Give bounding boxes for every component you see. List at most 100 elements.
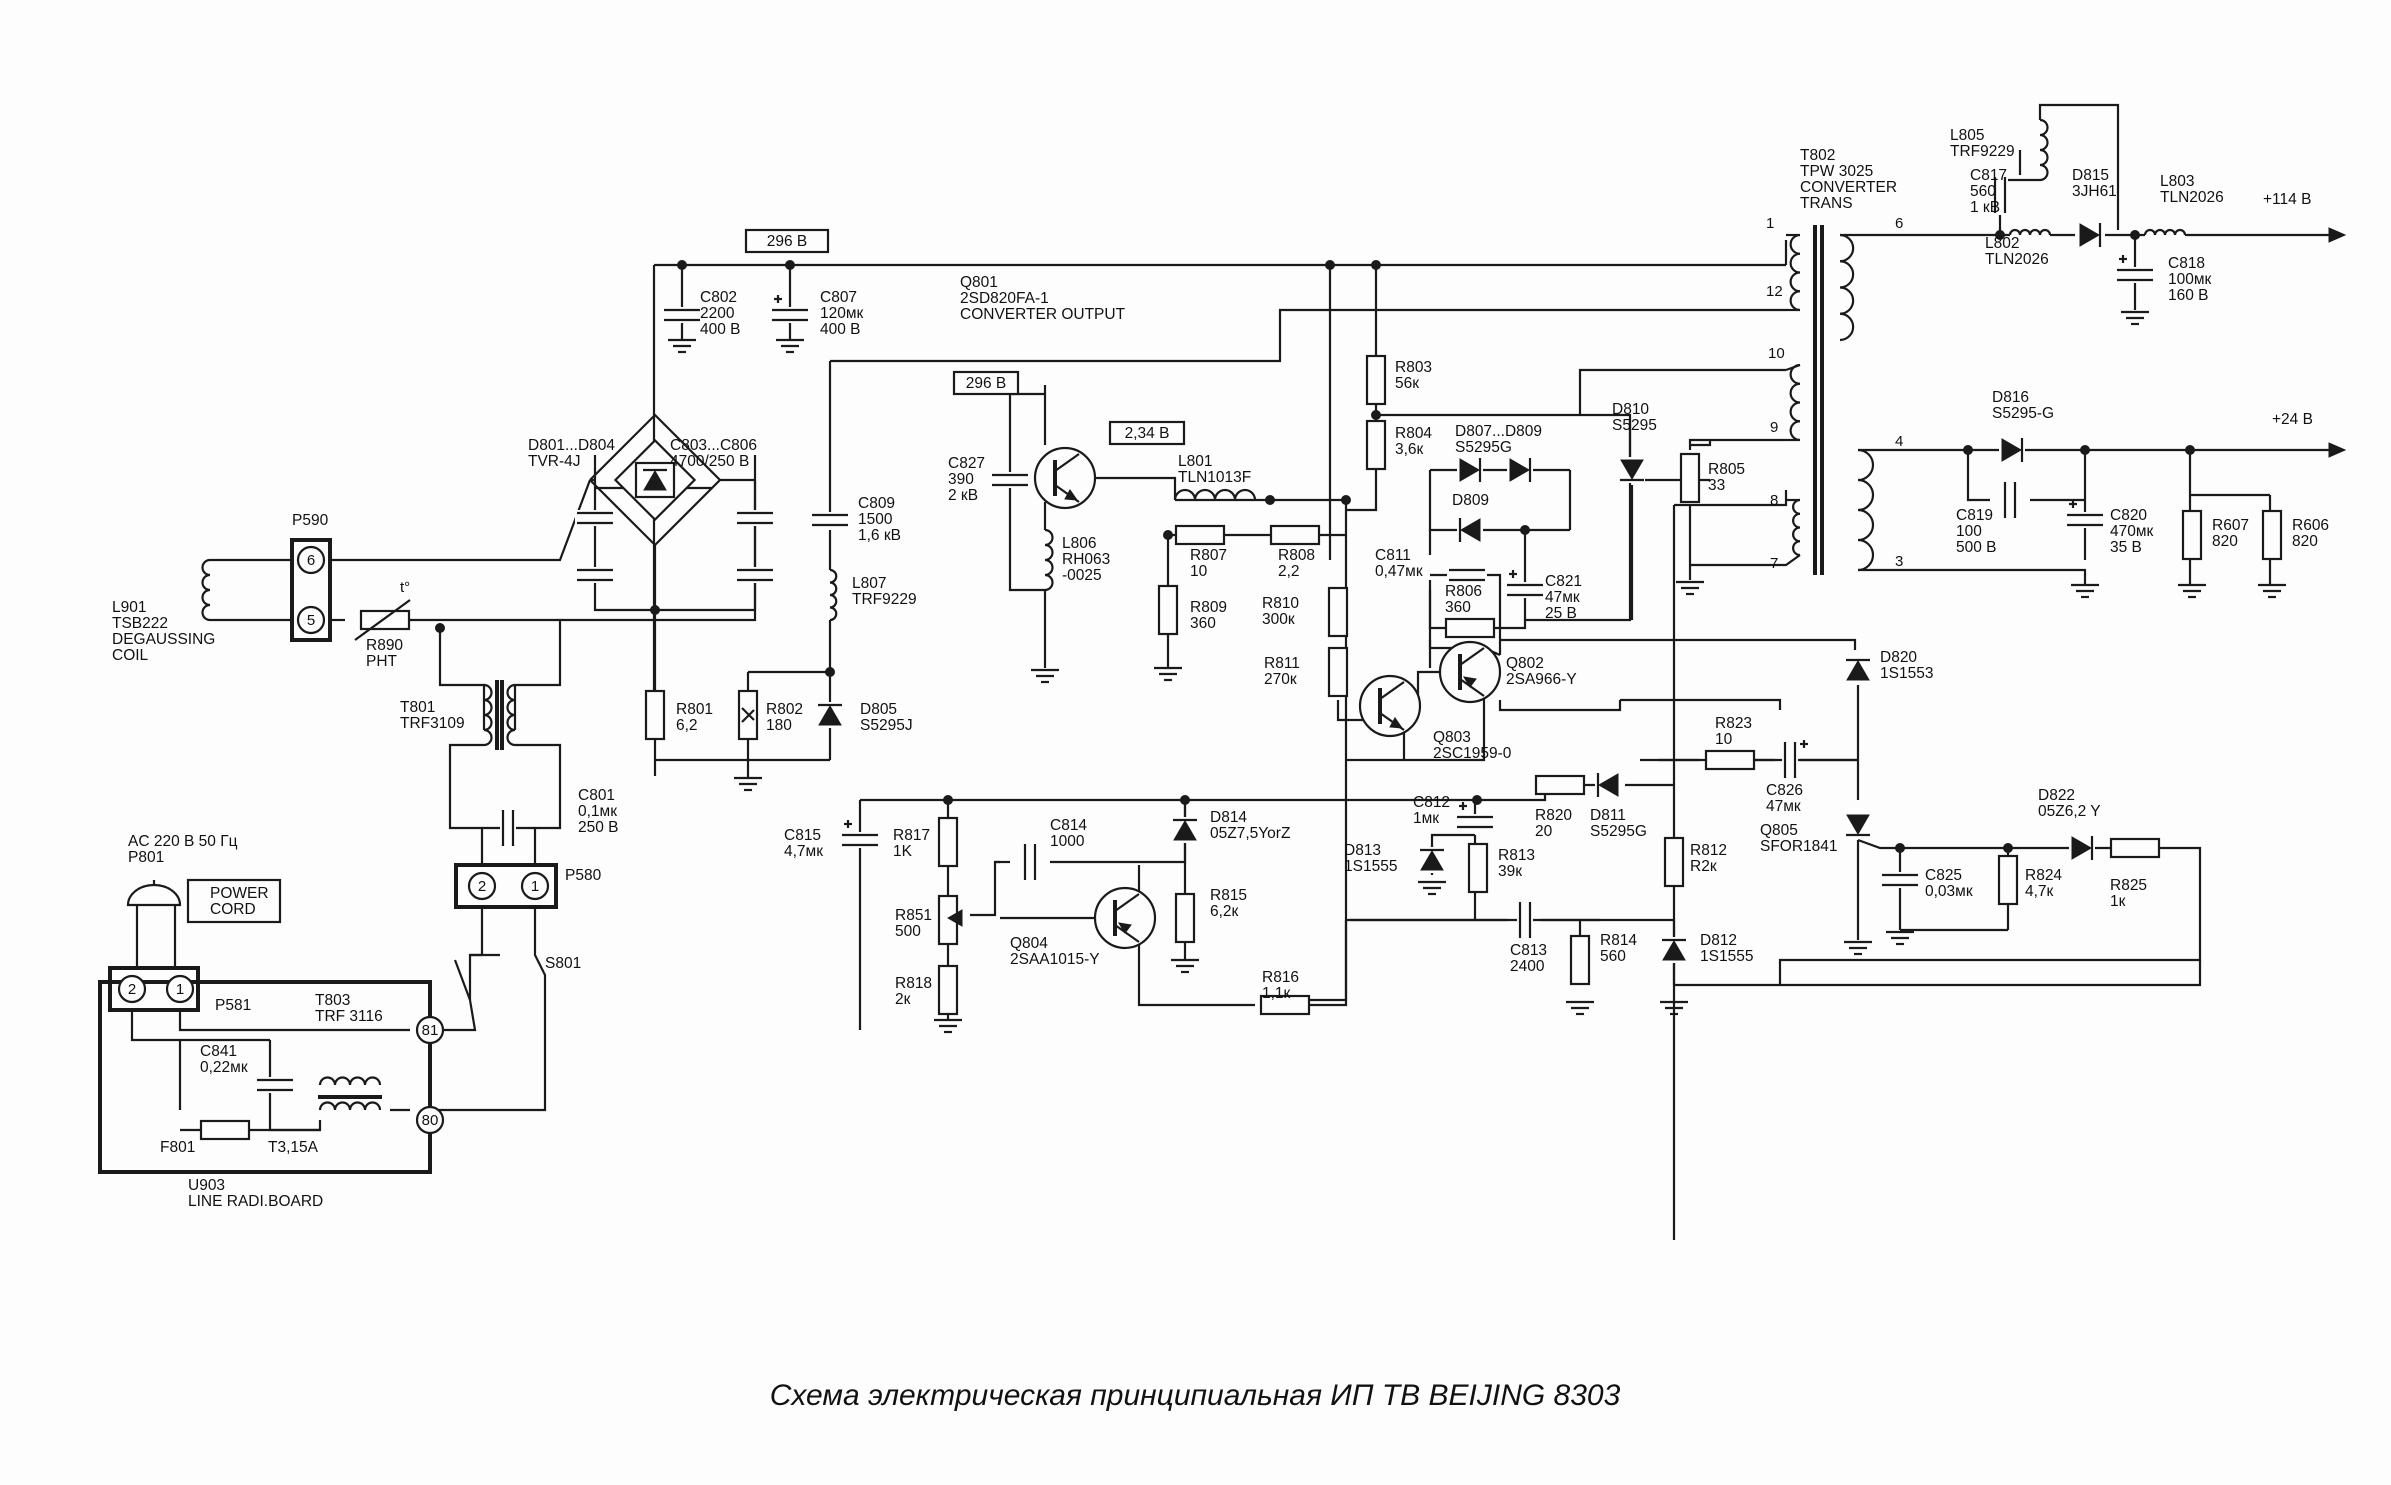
q805-label-line: Q805 (1760, 822, 1798, 839)
d801-diode (642, 467, 668, 493)
wire (1498, 700, 1622, 712)
p581-2-pin (117, 974, 147, 1004)
c821-label-line: C821 (1545, 573, 1582, 590)
c802-label-line: C802 (700, 289, 737, 306)
p590-6-pin (296, 545, 326, 575)
c820-label-line: C820 (2110, 507, 2147, 524)
r801-label-line: 6,2 (676, 717, 698, 734)
junction-dot (1895, 843, 1905, 853)
c809-label-line: C809 (858, 495, 895, 512)
t802-pin-7: 7 (1770, 555, 1778, 572)
c825-label-line: 0,03мк (1925, 883, 1973, 900)
c820-label-line: 470мк (2110, 523, 2154, 540)
junction-dot (1472, 795, 1482, 805)
t802-pin-12: 12 (1766, 283, 1783, 300)
c826-label-line: 47мк (1766, 798, 1801, 815)
d807-label-line: D807...D809 (1455, 423, 1542, 440)
c809-label-line: 1,6 кВ (858, 527, 901, 544)
c801-label-line: 250 В (578, 819, 619, 836)
wire (1482, 573, 1502, 655)
q804-transistor (1093, 886, 1157, 950)
r890-tc-mark: t° (400, 579, 410, 596)
wire (1578, 368, 1786, 415)
r818-label-line: 2к (895, 991, 911, 1008)
r606-resistor (2261, 509, 2283, 561)
d822-diode-triangle (2071, 836, 2092, 860)
components (98, 118, 2347, 1174)
l805-coil (2039, 118, 2049, 182)
d809-label-line: D809 (1452, 492, 1489, 509)
wire (1008, 392, 1045, 454)
d-q805-diode (1845, 812, 1871, 838)
r825-resistor (2109, 837, 2161, 859)
q803-label-line: Q803 (1433, 729, 1471, 746)
out24-label: +24 В (2272, 411, 2313, 428)
wire (1966, 450, 1990, 502)
q802-transistor-collector (1459, 647, 1485, 666)
s801-label-line: S801 (545, 955, 581, 972)
q801-label-line: 2SD820FA-1 (960, 290, 1049, 307)
u903-label-line: LINE RADI.BOARD (188, 1193, 323, 1210)
c802-label-line: 400 В (700, 321, 741, 338)
t802-pin-10: 10 (1768, 345, 1785, 362)
r815-label-line: 6,2к (1210, 903, 1239, 920)
v234-voltage-box (1108, 420, 1186, 446)
p580-label: P580 (565, 867, 602, 884)
d809-label: D809 (1452, 492, 1489, 509)
r607-resistor (2181, 509, 2203, 561)
v234-label: 2,34 В (1125, 425, 1170, 442)
c807-label-line: 400 В (820, 321, 861, 338)
r823-resistor (1704, 749, 1756, 771)
c819-label-line: C819 (1956, 507, 1993, 524)
r806-label-line: 360 (1445, 599, 1471, 616)
q804-transistor-emitter (1114, 924, 1140, 943)
d811-label-line: D811 (1590, 807, 1626, 824)
r802-label-line: R802 (766, 701, 803, 718)
l901-coil (201, 558, 211, 622)
wire (430, 940, 547, 1112)
p581-1-pin-label: 1 (176, 981, 184, 998)
l803-coil (2143, 228, 2187, 236)
power_cord-label-line: POWER (210, 885, 269, 902)
r820-resistor (1534, 774, 1586, 796)
wire (430, 999, 477, 1032)
r851-wiper-arrow (946, 909, 963, 927)
wire (1690, 554, 1801, 567)
t802-pin-9: 9 (1770, 419, 1778, 436)
r802-mark (741, 707, 755, 723)
c819-label-line: 100 (1956, 523, 1982, 540)
wire (1778, 838, 2202, 985)
c826-label-line: C826 (1766, 782, 1803, 799)
r820-label-line: 20 (1535, 823, 1553, 840)
r806-resistor (1444, 617, 1496, 639)
wire (1580, 413, 1632, 460)
d810-label-line: S5295 (1612, 417, 1657, 434)
q801-arrow-icon (1064, 489, 1079, 501)
c812-label-line: C812 (1413, 794, 1450, 811)
c803-label-line: 4700/250 В (670, 453, 749, 470)
c841-label-line: 0,22мк (200, 1059, 248, 1076)
t802-pin-8: 8 (1770, 492, 1778, 509)
p590-label-line: P590 (292, 512, 329, 529)
d822-label-line: 05Z6,2 Y (2038, 803, 2101, 820)
r811-resistor (1327, 646, 1349, 698)
